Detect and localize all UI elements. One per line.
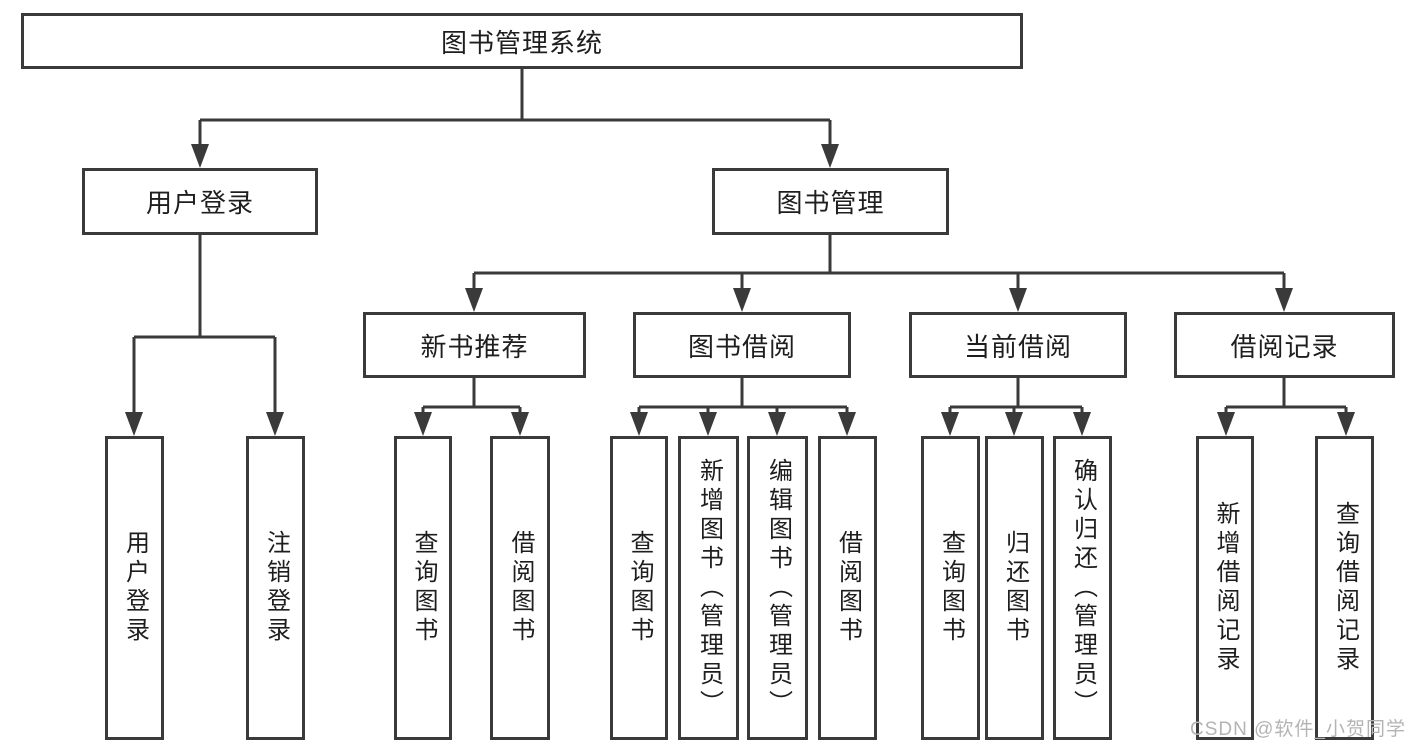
leaf-borrow-books-recommend: 借阅图书 (490, 436, 550, 740)
leaf-borrow-books: 借阅图书 (818, 436, 877, 740)
leaf-query-books-borrowing: 查询图书 (610, 436, 668, 740)
connector-lines (132, 68, 1348, 414)
leaf-add-books-admin: 新增图书（管理员） (678, 436, 739, 740)
node-user-login-label: 用户登录 (145, 188, 254, 218)
leaf-logout: 注销登录 (246, 436, 305, 740)
node-current-borrowing: 当前借阅 (909, 312, 1127, 378)
leaf-user-login-label: 用户登录 (121, 530, 149, 646)
leaf-query-borrow-record: 查询借阅记录 (1315, 436, 1374, 740)
leaf-return-books: 归还图书 (985, 436, 1044, 740)
csdn-watermark: CSDN @软件_小贺同学 (1190, 719, 1405, 740)
leaf-query-books-recommend-label: 查询图书 (410, 530, 437, 646)
node-book-borrowing: 图书借阅 (633, 312, 851, 378)
leaf-return-books-label: 归还图书 (1001, 530, 1029, 646)
leaf-edit-books-admin: 编辑图书（管理员） (747, 436, 808, 740)
node-current-borrowing-label: 当前借阅 (963, 331, 1072, 362)
node-user-login: 用户登录 (82, 168, 318, 235)
leaf-edit-books-admin-label: 编辑图书（管理员） (764, 457, 792, 719)
node-library-system-label: 图书管理系统 (440, 27, 603, 58)
node-library-system: 图书管理系统 (21, 13, 1023, 69)
leaf-add-books-admin-label: 新增图书（管理员） (695, 457, 723, 719)
node-new-book-recommend: 新书推荐 (363, 312, 586, 378)
leaf-logout-label: 注销登录 (262, 530, 290, 646)
leaf-confirm-return-admin-label: 确认归还（管理员） (1069, 457, 1097, 719)
node-borrowing-records-label: 借阅记录 (1230, 331, 1339, 362)
node-borrowing-records: 借阅记录 (1174, 312, 1395, 378)
leaf-borrow-books-label: 借阅图书 (834, 530, 862, 646)
leaf-confirm-return-admin: 确认归还（管理员） (1053, 436, 1112, 740)
leaf-query-borrow-record-label: 查询借阅记录 (1331, 501, 1359, 675)
connector-arrowheads (125, 144, 1355, 436)
leaf-user-login: 用户登录 (105, 436, 164, 740)
leaf-query-books-current: 查询图书 (921, 436, 980, 740)
node-new-book-recommend-label: 新书推荐 (420, 331, 529, 362)
leaf-add-borrow-record-label: 新增借阅记录 (1212, 501, 1239, 675)
leaf-add-borrow-record: 新增借阅记录 (1196, 436, 1254, 740)
node-book-management-label: 图书管理 (776, 188, 885, 218)
node-book-management: 图书管理 (712, 168, 949, 235)
leaf-query-books-current-label: 查询图书 (937, 530, 965, 646)
leaf-query-books-borrowing-label: 查询图书 (626, 530, 653, 646)
leaf-query-books-recommend: 查询图书 (394, 436, 452, 740)
leaf-borrow-books-recommend-label: 借阅图书 (507, 530, 534, 646)
node-book-borrowing-label: 图书借阅 (687, 331, 796, 362)
